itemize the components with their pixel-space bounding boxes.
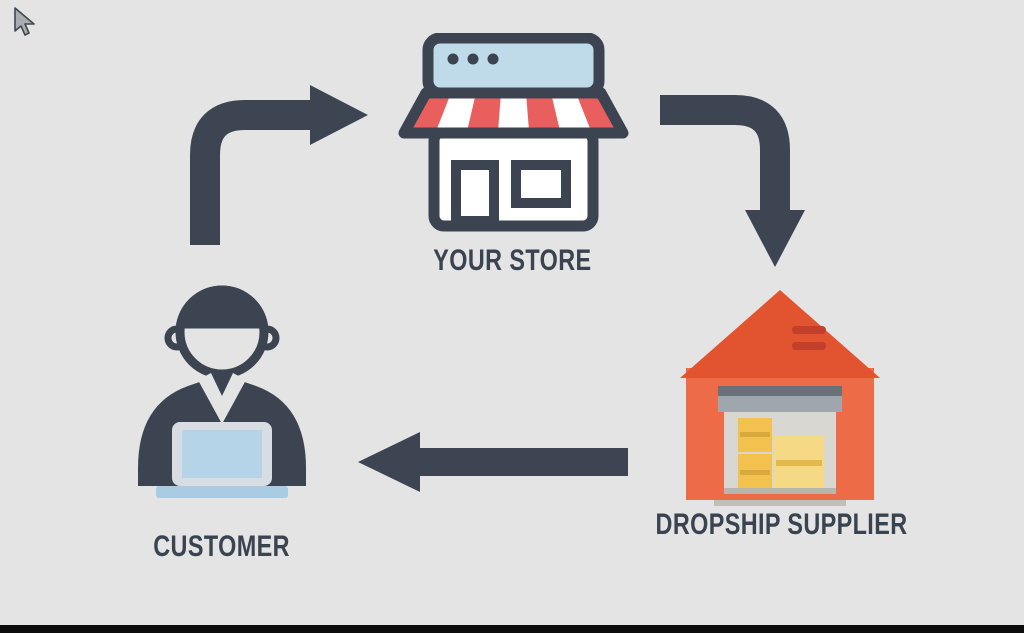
arrow-supplier-to-customer	[358, 432, 628, 492]
label-your-store-text: YOUR STORE	[432, 244, 592, 277]
label-dropship-supplier: DROPSHIP SUPPLIER	[607, 508, 957, 542]
arrow-customer-to-store	[190, 85, 368, 245]
label-your-store: YOUR STORE	[362, 244, 662, 278]
warehouse-icon	[680, 290, 880, 506]
label-dropship-supplier-text: DROPSHIP SUPPLIER	[656, 508, 908, 541]
bottom-letterbox-bar	[0, 625, 1024, 633]
storefront-icon	[398, 33, 629, 232]
label-customer: CUSTOMER	[97, 530, 347, 564]
arrow-store-to-supplier	[660, 95, 805, 267]
mouse-pointer-icon	[14, 7, 35, 36]
label-customer-text: CUSTOMER	[153, 530, 291, 563]
customer-laptop-icon	[138, 285, 306, 498]
